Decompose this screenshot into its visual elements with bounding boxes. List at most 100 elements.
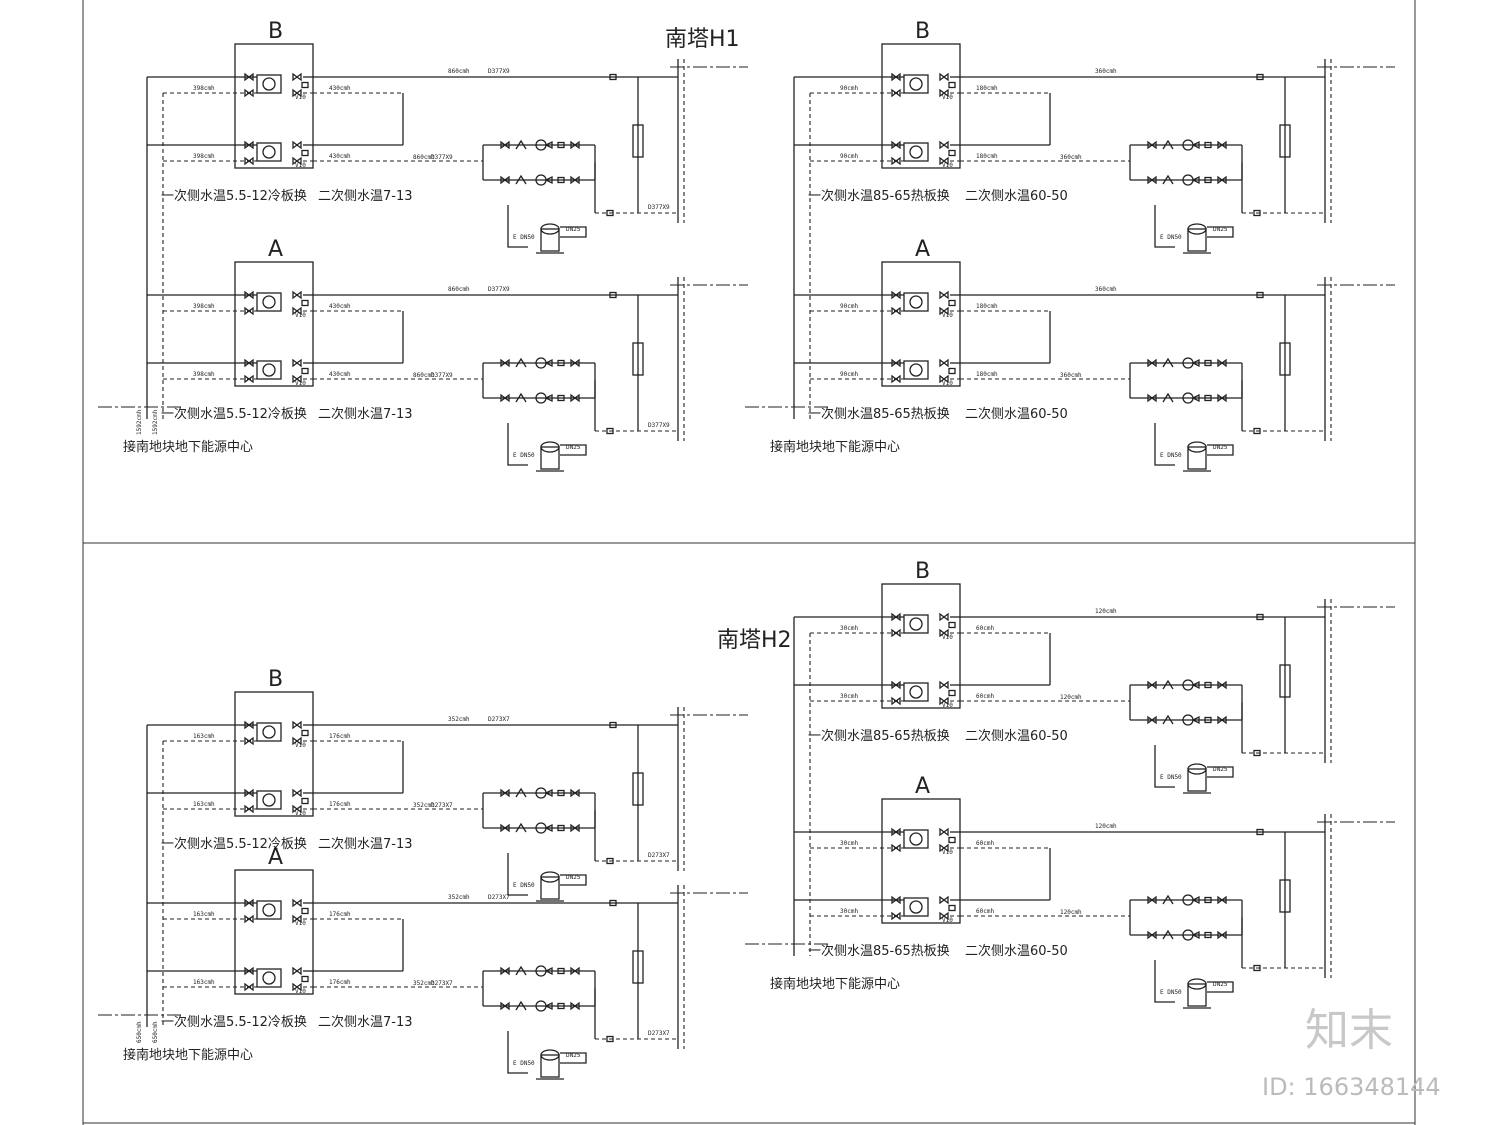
tank-connection-label: E DN50 bbox=[513, 452, 535, 459]
strainer-icon bbox=[515, 174, 527, 185]
fitting-icon bbox=[1204, 716, 1212, 724]
fitting-icon bbox=[1253, 964, 1261, 972]
expansion-tank-icon bbox=[540, 876, 560, 900]
fitting-icon bbox=[1256, 291, 1264, 299]
fitting-icon bbox=[606, 209, 614, 217]
supply-flow-label: 352cmh bbox=[448, 894, 470, 901]
valve-tag: V10 bbox=[295, 162, 306, 169]
tank-pipe-label: D273X7 bbox=[648, 1030, 670, 1037]
fitting-icon bbox=[606, 857, 614, 865]
valve-icon bbox=[244, 966, 254, 976]
strainer-icon bbox=[1162, 357, 1174, 368]
valve-icon bbox=[292, 306, 302, 316]
secondary-flow-label: 60cmh bbox=[976, 693, 994, 700]
secondary-flow-label: 176cmh bbox=[329, 801, 351, 808]
valve-icon bbox=[891, 827, 901, 837]
valve-tag: V10 bbox=[942, 312, 953, 319]
valve-tag: V10 bbox=[942, 380, 953, 387]
valve-icon bbox=[939, 374, 949, 384]
primary-flow-label: 398cmh bbox=[193, 371, 215, 378]
valve-icon bbox=[292, 720, 302, 730]
secondary-flow-label: 430cmh bbox=[329, 371, 351, 378]
primary-flow-label: 398cmh bbox=[193, 85, 215, 92]
valve-icon bbox=[1217, 358, 1227, 368]
fitting-icon bbox=[948, 904, 956, 912]
secondary-flow-label: 180cmh bbox=[976, 303, 998, 310]
tank-pipe bbox=[1154, 205, 1175, 248]
exchanger-unit-box bbox=[234, 691, 314, 817]
tank-callout bbox=[560, 226, 587, 238]
return-flow-label: 860cmh bbox=[413, 372, 435, 379]
primary-flow-label: 90cmh bbox=[840, 303, 858, 310]
exchanger-unit-box bbox=[881, 43, 961, 169]
fitting-icon bbox=[1256, 828, 1264, 836]
primary-temp-label: 一次侧水温5.5-12冷板换 bbox=[161, 1014, 307, 1030]
secondary-temp-label: 二次侧水温7-13 bbox=[318, 836, 413, 852]
exchanger-unit-box bbox=[881, 261, 961, 387]
plate-exchanger-icon bbox=[256, 74, 282, 94]
return-pipe-label: D273X7 bbox=[431, 802, 453, 809]
valve-icon bbox=[891, 374, 901, 384]
valve-icon bbox=[891, 895, 901, 905]
valve-icon bbox=[244, 358, 254, 368]
exchanger-unit-box bbox=[234, 261, 314, 387]
unit-letter: B bbox=[268, 19, 283, 44]
unit-letter: A bbox=[268, 237, 283, 262]
secondary-flow-label: 430cmh bbox=[329, 85, 351, 92]
valve-icon bbox=[1147, 175, 1157, 185]
valve-icon bbox=[292, 358, 302, 368]
valve-icon bbox=[1217, 140, 1227, 150]
valve-icon bbox=[891, 88, 901, 98]
valve-icon bbox=[570, 140, 580, 150]
valve-icon bbox=[939, 895, 949, 905]
valve-icon bbox=[939, 88, 949, 98]
valve-icon bbox=[244, 914, 254, 924]
fitting-icon bbox=[301, 729, 309, 737]
valve-icon bbox=[570, 358, 580, 368]
plate-exchanger-icon bbox=[256, 142, 282, 162]
valve-icon bbox=[570, 823, 580, 833]
tank-size-label: DN25 bbox=[566, 226, 581, 233]
exchanger-core-icon bbox=[909, 832, 923, 846]
fitting-icon bbox=[609, 721, 617, 729]
bypass-filter-icon bbox=[632, 950, 644, 984]
pump-arrow-icon bbox=[544, 788, 553, 798]
primary-flow-label: 30cmh bbox=[840, 693, 858, 700]
tank-pipe bbox=[507, 205, 528, 248]
valve-icon bbox=[292, 914, 302, 924]
valve-icon bbox=[292, 804, 302, 814]
plate-exchanger-icon bbox=[256, 292, 282, 312]
secondary-flow-label: 430cmh bbox=[329, 153, 351, 160]
fitting-icon bbox=[557, 394, 565, 402]
exchanger-core-icon bbox=[909, 145, 923, 159]
plate-exchanger-icon bbox=[903, 292, 929, 312]
pump-arrow-icon bbox=[1191, 715, 1200, 725]
source-connection-label: 接南地块地下能源中心 bbox=[770, 439, 900, 455]
secondary-temp-label: 二次侧水温7-13 bbox=[318, 188, 413, 204]
valve-icon bbox=[292, 88, 302, 98]
valve-icon bbox=[891, 156, 901, 166]
tank-pipe bbox=[1154, 423, 1175, 466]
valve-tag: V10 bbox=[942, 702, 953, 709]
pump-arrow-icon bbox=[1191, 175, 1200, 185]
tank-callout bbox=[560, 874, 587, 886]
pump-arrow-icon bbox=[544, 175, 553, 185]
drawing-frame bbox=[82, 0, 1416, 1125]
exchanger-core-icon bbox=[262, 971, 276, 985]
primary-flow-label: 163cmh bbox=[193, 911, 215, 918]
bypass-filter-icon bbox=[1279, 664, 1291, 698]
valve-tag: V10 bbox=[942, 94, 953, 101]
valve-icon bbox=[1147, 393, 1157, 403]
supply-flow-label: 860cmh bbox=[448, 286, 470, 293]
primary-flow-label: 90cmh bbox=[840, 153, 858, 160]
secondary-temp-label: 二次侧水温60-50 bbox=[965, 728, 1068, 744]
fitting-icon bbox=[948, 621, 956, 629]
fitting-icon bbox=[1204, 681, 1212, 689]
pump-arrow-icon bbox=[1191, 393, 1200, 403]
unit-letter: A bbox=[268, 845, 283, 870]
valve-icon bbox=[570, 788, 580, 798]
unit-letter: A bbox=[915, 237, 930, 262]
secondary-flow-label: 176cmh bbox=[329, 733, 351, 740]
